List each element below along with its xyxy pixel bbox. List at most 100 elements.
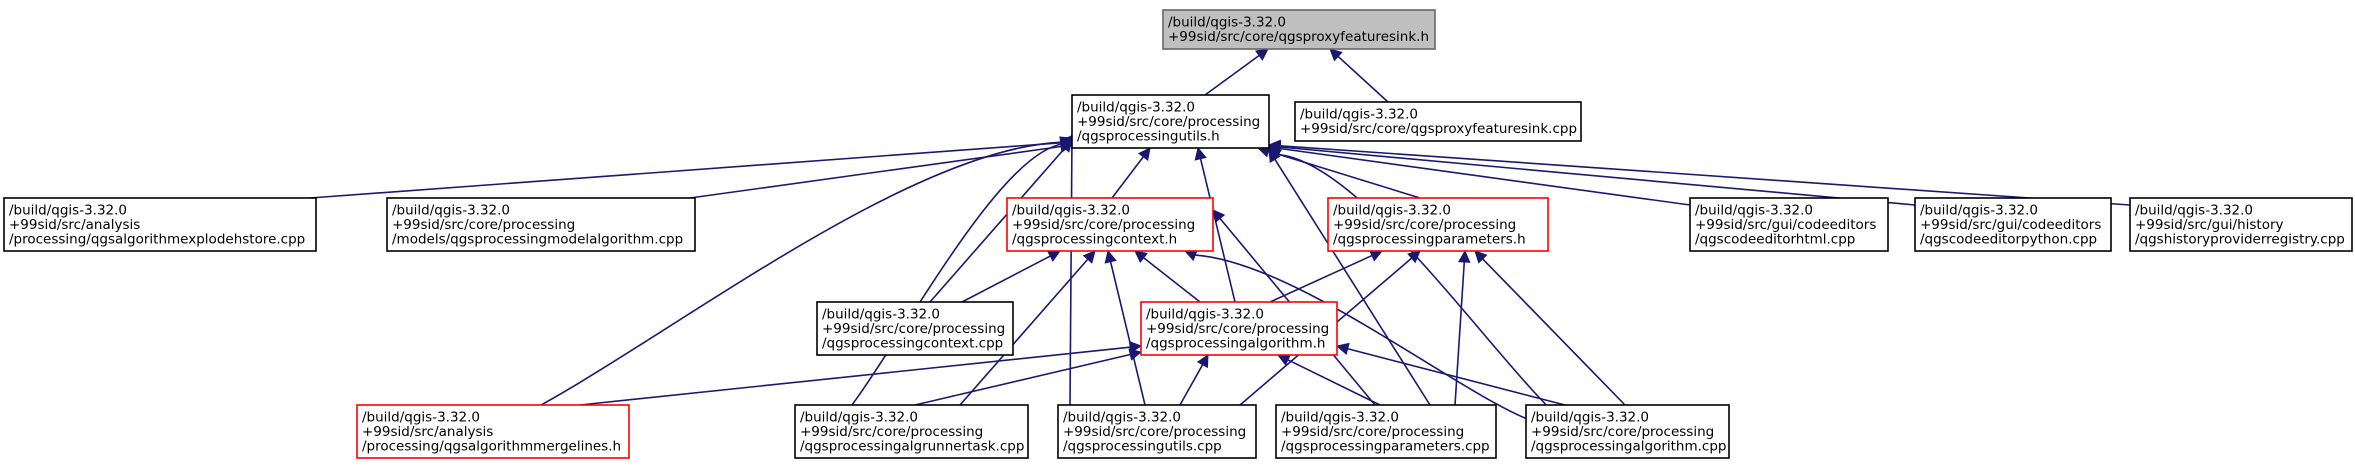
edge-params_cpp-to-utils_h (1268, 149, 1431, 406)
node-label-line: /build/qgis-3.32.0 (1531, 409, 1649, 425)
arrow-head-icon (1212, 209, 1226, 223)
node-box (1057, 404, 1257, 459)
edge-line (1287, 359, 1381, 406)
edge-line (579, 346, 1131, 406)
node-label-line: /qgscodeeditorhtml.cpp (1695, 231, 1855, 247)
node-label-line: /build/qgis-3.32.0 (9, 202, 127, 218)
edge-line (1482, 258, 1626, 406)
node-box (794, 404, 1029, 459)
node-label-line: +99sid/src/core/processing (800, 424, 983, 440)
arrow-head-icon (1368, 250, 1384, 262)
edge-line (1279, 144, 2131, 206)
node-history[interactable]: /build/qgis-3.32.0+99sid/src/gui/history… (2129, 197, 2353, 252)
node-alg_cpp[interactable]: /build/qgis-3.32.0+99sid/src/core/proces… (1525, 404, 1730, 459)
node-label-line: /build/qgis-3.32.0 (1695, 202, 1813, 218)
edge-alg_cpp-to-params_h (1474, 250, 1626, 406)
node-label-line: /qgsprocessingalgorithm.cpp (1531, 438, 1726, 454)
edge-alg_h-to-utils_h (1194, 146, 1236, 303)
arrow-head-icon (1329, 48, 1343, 62)
node-label-line: +99sid/src/gui/history (2135, 217, 2284, 233)
node-codehtml[interactable]: /build/qgis-3.32.0+99sid/src/gui/codeedi… (1689, 197, 1889, 252)
node-label-line: +99sid/src/core/processing (1333, 217, 1516, 233)
arrow-head-icon (1267, 139, 1281, 153)
edge-line (1109, 261, 1146, 406)
node-label-line: /build/qgis-3.32.0 (1281, 409, 1399, 425)
edge-line (959, 258, 1089, 406)
node-box (356, 404, 630, 459)
node-box (1327, 197, 1549, 252)
arrow-head-icon (1196, 354, 1209, 369)
node-label-line: /qgshistoryproviderregistry.cpp (2135, 231, 2345, 247)
node-sink_cpp[interactable]: /build/qgis-3.32.0+99sid/src/core/qgspro… (1294, 101, 1582, 142)
edge-utils_h-to-root (1204, 48, 1269, 96)
edge-line (1274, 158, 1431, 406)
node-box (1275, 404, 1497, 459)
edge-line (1199, 158, 1236, 303)
node-label-line: +99sid/src/analysis (9, 217, 140, 233)
edge-line (1204, 54, 1260, 96)
node-label-line: +99sid/src/core/processing (822, 321, 1005, 337)
node-box (1914, 197, 2112, 252)
node-modelalg[interactable]: /build/qgis-3.32.0+99sid/src/core/proces… (386, 197, 696, 252)
node-label-line: /qgsprocessingparameters.cpp (1281, 438, 1490, 454)
node-context_h[interactable]: /build/qgis-3.32.0+99sid/src/core/proces… (1006, 197, 1214, 252)
node-label-line: /build/qgis-3.32.0 (1146, 306, 1264, 322)
nodes-layer: /build/qgis-3.32.0+99sid/src/core/qgspro… (3, 9, 2353, 459)
node-label-line: /qgsprocessingutils.h (1077, 128, 1220, 144)
edge-utils_cpp-to-utils_h (1065, 132, 1079, 406)
node-box (1071, 94, 1270, 149)
node-label-line: +99sid/src/core/qgsproxyfeaturesink.cpp (1300, 121, 1577, 137)
node-label-line: +99sid/src/core/qgsproxyfeaturesink.h (1168, 29, 1429, 45)
node-mergelines[interactable]: /build/qgis-3.32.0+99sid/src/analysis/pr… (356, 404, 630, 459)
edge-line (1454, 261, 1466, 406)
node-context_cpp[interactable]: /build/qgis-3.32.0+99sid/src/core/proces… (816, 301, 1014, 356)
node-label-line: /qgscodeeditorpython.cpp (1920, 231, 2097, 247)
node-alg_h[interactable]: /build/qgis-3.32.0+99sid/src/core/proces… (1140, 301, 1338, 356)
node-box (1294, 101, 1582, 142)
edge-line (1269, 254, 1373, 303)
edge-line (1069, 144, 1073, 406)
arrow-head-icon (1082, 250, 1096, 264)
arrow-head-icon (1474, 250, 1488, 264)
node-utils_cpp[interactable]: /build/qgis-3.32.0+99sid/src/core/proces… (1057, 404, 1257, 459)
arrow-head-icon (1254, 48, 1269, 61)
node-label-line: +99sid/src/core/processing (1281, 424, 1464, 440)
edge-params_cpp-to-alg_h (1276, 354, 1381, 406)
node-label-line: /build/qgis-3.32.0 (1300, 107, 1418, 123)
arrow-head-icon (1128, 348, 1143, 361)
edge-params_cpp-to-params_h (1454, 249, 1471, 406)
node-label-line: /processing/qgsalgorithmexplodehstore.cp… (9, 231, 305, 247)
node-params_h[interactable]: /build/qgis-3.32.0+99sid/src/core/proces… (1327, 197, 1549, 252)
node-label-line: +99sid/src/core/processing (392, 217, 575, 233)
node-params_cpp[interactable]: /build/qgis-3.32.0+99sid/src/core/proces… (1275, 404, 1497, 459)
edge-alg_cpp-to-alg_h (1335, 342, 1566, 406)
node-label-line: +99sid/src/gui/codeeditors (1695, 217, 1876, 233)
node-utils_h[interactable]: /build/qgis-3.32.0+99sid/src/core/proces… (1071, 94, 1270, 149)
node-label-line: +99sid/src/analysis (362, 424, 493, 440)
edge-line (309, 142, 1062, 199)
edge-alg_h-to-context_h (1134, 250, 1201, 303)
edge-runner-to-alg_h (914, 348, 1143, 406)
arrow-head-icon (1194, 146, 1207, 161)
node-codepy[interactable]: /build/qgis-3.32.0+99sid/src/gui/codeedi… (1914, 197, 2112, 252)
edge-utils_cpp-to-alg_h (1179, 354, 1209, 406)
arrow-head-icon (1407, 250, 1421, 264)
node-label-line: /models/qgsprocessingmodelalgorithm.cpp (392, 231, 683, 247)
edge-alg_h-to-params_h (1269, 250, 1384, 303)
edge-line (961, 255, 1051, 303)
node-label-line: /build/qgis-3.32.0 (1063, 409, 1181, 425)
node-label-line: /processing/qgsalgorithmmergelines.h (362, 438, 621, 454)
node-label-line: +99sid/src/core/processing (1012, 217, 1195, 233)
node-root[interactable]: /build/qgis-3.32.0+99sid/src/core/qgspro… (1162, 9, 1436, 50)
arrow-head-icon (1104, 249, 1117, 264)
node-label-line: /qgsprocessingalgorithm.h (1146, 335, 1325, 351)
edge-explode-to-utils_h (309, 136, 1074, 199)
node-runner[interactable]: /build/qgis-3.32.0+99sid/src/core/proces… (794, 404, 1029, 459)
arrow-head-icon (1138, 147, 1151, 161)
node-explode[interactable]: /build/qgis-3.32.0+99sid/src/analysis/pr… (3, 197, 317, 252)
node-label-line: /qgsprocessingcontext.h (1012, 231, 1177, 247)
node-label-line: /build/qgis-3.32.0 (2135, 202, 2253, 218)
node-box (1006, 197, 1214, 252)
node-box (2129, 197, 2353, 252)
